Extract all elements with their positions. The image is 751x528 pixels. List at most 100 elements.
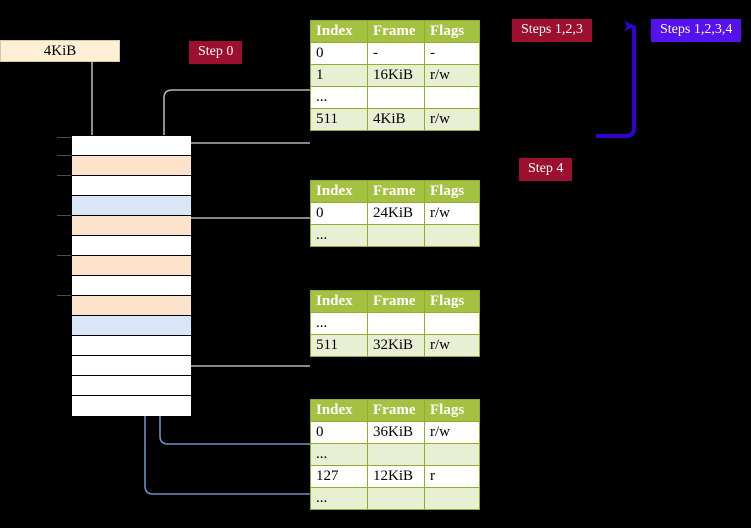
column-header-frame: Frame [367, 399, 425, 422]
memory-frame-0 [72, 136, 191, 156]
table-row: ... [310, 86, 480, 109]
table-row: 0-- [310, 42, 480, 65]
cell-flags: r/w [424, 421, 480, 444]
cell-index: ... [310, 443, 368, 466]
memory-frame-11 [72, 356, 191, 376]
badge-step-4-label: Step 4 [528, 161, 564, 176]
column-header-flags: Flags [424, 290, 480, 313]
column-header-frame: Frame [367, 290, 425, 313]
badge-steps-123: Steps 1,2,3 [512, 19, 592, 42]
badge-steps-1234: Steps 1,2,3,4 [651, 19, 742, 42]
memory-frame-7 [72, 276, 191, 296]
cell-flags: r/w [424, 64, 480, 87]
cell-flags: r [424, 465, 480, 488]
memory-frame-9 [72, 316, 191, 336]
column-header-flags: Flags [424, 180, 480, 203]
memory-frame-1 [72, 156, 191, 176]
memory-tick-1 [57, 155, 71, 156]
cell-frame: 32KiB [367, 334, 425, 357]
cell-flags: r/w [424, 108, 480, 131]
cell-index: 127 [310, 465, 368, 488]
cell-flags: r/w [424, 202, 480, 225]
badge-steps-1234-label: Steps 1,2,3,4 [660, 22, 733, 37]
memory-frame-5 [72, 236, 191, 256]
cell-frame [367, 224, 425, 247]
memory-frame-13 [72, 396, 191, 416]
cell-index: ... [310, 224, 368, 247]
cell-flags: r/w [424, 334, 480, 357]
table-row: ... [310, 443, 480, 466]
page-banner: 4KiB [0, 40, 120, 62]
memory-frame-10 [72, 336, 191, 356]
cell-index: ... [310, 312, 368, 335]
cell-index: 0 [310, 202, 368, 225]
cell-frame: 12KiB [367, 465, 425, 488]
cell-frame [367, 487, 425, 510]
cell-index: 0 [310, 421, 368, 444]
memory-frame-4 [72, 216, 191, 236]
table-row: ... [310, 487, 480, 510]
cell-frame [367, 86, 425, 109]
cell-frame: 36KiB [367, 421, 425, 444]
memory-tick-2 [57, 175, 71, 176]
cell-flags [424, 86, 480, 109]
badge-step-0: Step 0 [189, 41, 243, 64]
cell-index: 1 [310, 64, 368, 87]
cell-flags [424, 487, 480, 510]
memory-tick-6 [57, 255, 71, 256]
column-header-frame: Frame [367, 180, 425, 203]
memory-frame-3 [72, 196, 191, 216]
cell-index: ... [310, 487, 368, 510]
cell-flags [424, 443, 480, 466]
table-row: ... [310, 224, 480, 247]
column-header-flags: Flags [424, 20, 480, 43]
memory-frame-6 [72, 256, 191, 276]
cell-index: 511 [310, 108, 368, 131]
column-header-flags: Flags [424, 399, 480, 422]
page-banner-label: 4KiB [43, 43, 77, 59]
table-row: ... [310, 312, 480, 335]
cell-flags [424, 312, 480, 335]
cell-frame: 24KiB [367, 202, 425, 225]
column-header-index: Index [310, 290, 368, 313]
column-header-index: Index [310, 20, 368, 43]
memory-frame-12 [72, 376, 191, 396]
cell-flags [424, 224, 480, 247]
badge-step-4: Step 4 [519, 158, 573, 181]
memory-frame-2 [72, 176, 191, 196]
cell-index: 511 [310, 334, 368, 357]
cell-frame [367, 443, 425, 466]
cell-index: ... [310, 86, 368, 109]
memory-frame-8 [72, 296, 191, 316]
cell-frame: - [367, 42, 425, 65]
memory-tick-4 [57, 215, 71, 216]
badge-step-0-label: Step 0 [198, 44, 234, 59]
cell-index: 0 [310, 42, 368, 65]
cell-flags: - [424, 42, 480, 65]
column-header-index: Index [310, 399, 368, 422]
column-header-index: Index [310, 180, 368, 203]
cell-frame: 4KiB [367, 108, 425, 131]
badge-steps-123-label: Steps 1,2,3 [521, 22, 583, 37]
cell-frame [367, 312, 425, 335]
